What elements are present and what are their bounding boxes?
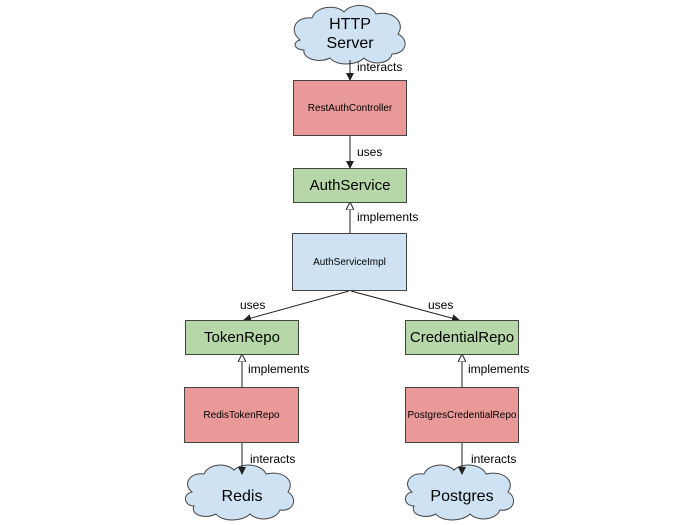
edge-label-postgres-repo-interacts: interacts — [471, 452, 517, 466]
credential-repo-label: CredentialRepo — [409, 329, 515, 346]
postgres-cloud — [405, 464, 515, 521]
edge-label-controller-uses: uses — [357, 145, 383, 159]
auth-service-impl-label: AuthServiceImpl — [313, 256, 386, 268]
postgres-credential-repo-box: PostgresCredentialRepo — [405, 387, 519, 443]
http-server-cloud — [293, 5, 406, 65]
edge-label-server-interacts: interacts — [357, 60, 403, 74]
edge-label-impl-implements: implements — [357, 210, 419, 224]
auth-service-label: AuthService — [309, 177, 391, 194]
token-repo-label: TokenRepo — [204, 329, 280, 346]
edge-label-impl-uses-credential: uses — [428, 298, 454, 312]
token-repo-box: TokenRepo — [185, 320, 299, 355]
edge-impl-to-credentialrepo — [350, 290, 460, 323]
postgres-credential-repo-label: PostgresCredentialRepo — [407, 409, 517, 421]
postgres-label: Postgres — [430, 487, 494, 505]
edge-label-impl-uses-token: uses — [240, 298, 266, 312]
rest-auth-controller-label: RestAuthController — [307, 102, 393, 114]
edge-label-redis-repo-interacts: interacts — [250, 452, 296, 466]
auth-service-box: AuthService — [293, 168, 407, 203]
redis-token-repo-label: RedisTokenRepo — [203, 409, 280, 421]
auth-service-impl-box: AuthServiceImpl — [292, 233, 407, 291]
redis-cloud — [185, 464, 295, 521]
edge-impl-to-tokenrepo — [243, 290, 350, 322]
edge-label-postgres-repo-implements: implements — [468, 362, 530, 376]
http-server-label: HTTP Server — [326, 16, 374, 52]
rest-auth-controller-box: RestAuthController — [293, 80, 407, 136]
edge-label-redis-repo-implements: implements — [248, 362, 310, 376]
credential-repo-box: CredentialRepo — [405, 320, 519, 355]
redis-label: Redis — [221, 487, 263, 505]
redis-token-repo-box: RedisTokenRepo — [184, 387, 299, 443]
